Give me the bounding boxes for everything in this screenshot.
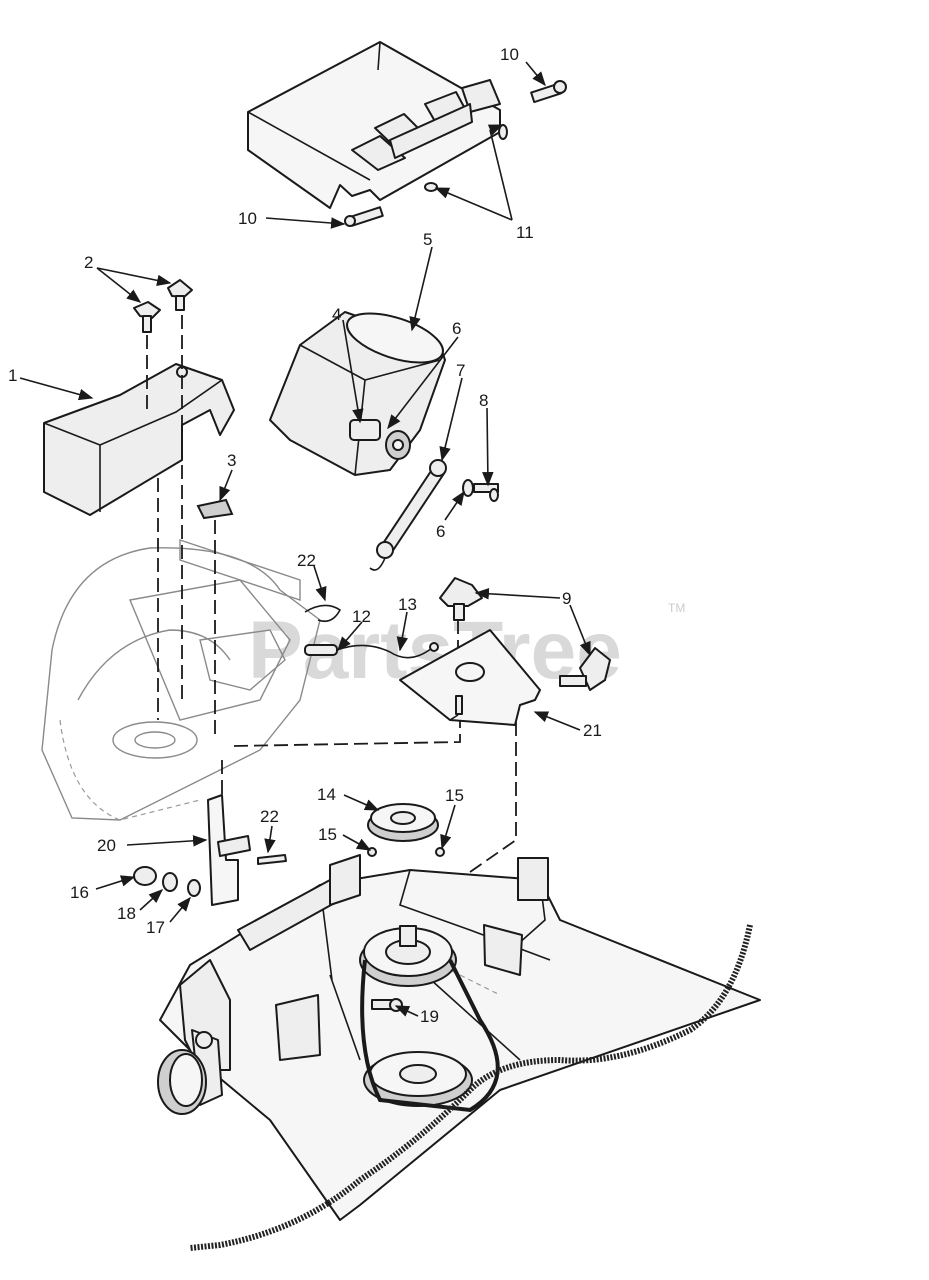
callout-17: 17 — [146, 918, 165, 937]
knob-side — [559, 647, 611, 691]
knob-left — [133, 301, 161, 333]
lever-bracket — [207, 794, 251, 906]
discharge-chute — [269, 311, 446, 476]
mower-outline-ghost — [41, 539, 321, 821]
hairpin-22-top — [304, 604, 342, 623]
callout-6-top: 6 — [452, 319, 461, 338]
callout-13: 13 — [398, 595, 417, 614]
washer-bolt — [462, 479, 499, 502]
callout-6-bottom: 6 — [436, 522, 445, 541]
callout-22-bottom: 22 — [260, 807, 279, 826]
callout-7: 7 — [456, 361, 465, 380]
callout-1: 1 — [8, 366, 17, 385]
hinge-pin-top — [530, 80, 567, 104]
callout-2: 2 — [84, 253, 93, 272]
spindle-pulley-upper — [359, 925, 457, 987]
pin-22 — [257, 854, 287, 865]
cable — [304, 642, 439, 659]
chute-cover — [43, 363, 235, 516]
callout-9: 9 — [562, 589, 571, 608]
callout-16: 16 — [70, 883, 89, 902]
callout-4: 4 — [332, 305, 341, 324]
bracket-plate — [399, 629, 541, 726]
callout-15-right: 15 — [445, 786, 464, 805]
knob-top — [439, 577, 483, 621]
bolt-19 — [371, 998, 403, 1012]
hinge-plates — [351, 79, 501, 171]
callout-20: 20 — [97, 836, 116, 855]
knob-right — [167, 279, 193, 311]
leader-lines — [19, 61, 591, 1017]
nut-washer-stack — [133, 866, 201, 897]
callout-8: 8 — [479, 391, 488, 410]
callout-21: 21 — [583, 721, 602, 740]
callout-3: 3 — [227, 451, 236, 470]
callout-labels: 10 10 11 2 1 3 4 5 6 7 8 6 22 12 13 9 21… — [8, 45, 602, 1026]
callout-10-top: 10 — [500, 45, 519, 64]
watermark-tm: TM — [668, 601, 685, 615]
decal — [196, 498, 234, 520]
cutaway-edge — [189, 924, 753, 1251]
callout-18: 18 — [117, 904, 136, 923]
deflector-shield — [247, 41, 567, 227]
callout-14: 14 — [317, 785, 336, 804]
callout-5: 5 — [423, 230, 432, 249]
pulley — [367, 803, 445, 857]
link-arm — [369, 459, 447, 571]
hinge-pin-bottom — [344, 206, 384, 227]
callout-12: 12 — [352, 607, 371, 626]
callout-11: 11 — [516, 223, 534, 242]
caster-wheel — [157, 1029, 223, 1115]
spindle-pulley-lower — [363, 1051, 473, 1107]
callout-15-left: 15 — [318, 825, 337, 844]
callout-19: 19 — [420, 1007, 439, 1026]
callout-22-top: 22 — [297, 551, 316, 570]
callout-10-bottom: 10 — [238, 209, 257, 228]
belt — [360, 959, 500, 1113]
